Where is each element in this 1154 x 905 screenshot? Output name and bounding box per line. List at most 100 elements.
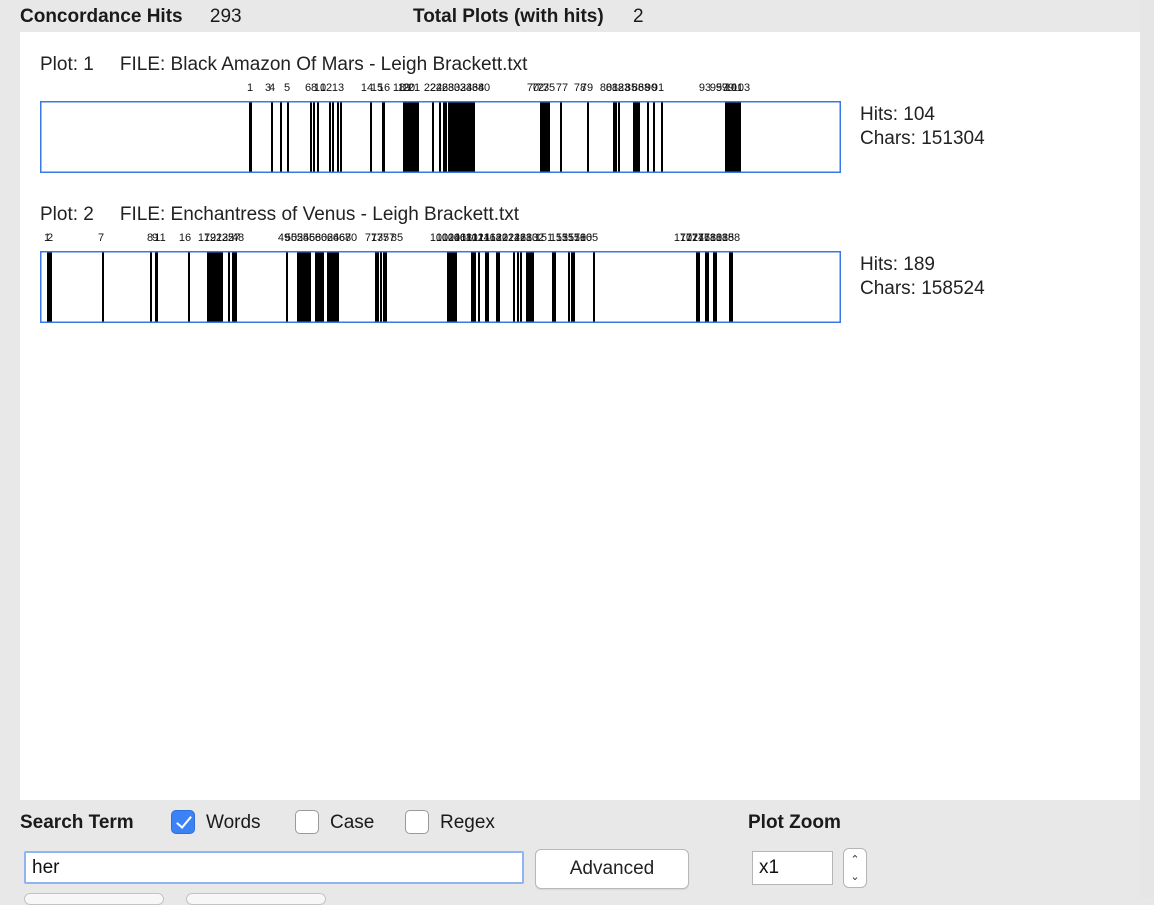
plot-1-hit-mark[interactable] [548,102,550,172]
plot-1-hit-mark[interactable] [661,102,663,172]
zoom-stepper[interactable]: ⌃ ⌄ [843,848,867,888]
plot-2-hit-mark[interactable] [487,252,489,322]
plot-2-hit-label: 104 [442,232,460,244]
plot-2-hit-mark[interactable] [156,252,158,322]
plot-2-hit-label: 48 [232,232,244,244]
plot-2-hit-mark[interactable] [513,252,515,322]
plot-2-hit-mark[interactable] [554,252,556,322]
plot-2-hit-mark[interactable] [228,252,230,322]
plot-1-hit-mark[interactable] [383,102,385,172]
plot-1-hit-mark[interactable] [445,102,447,172]
plot-1-hit-mark[interactable] [560,102,562,172]
chevron-down-icon[interactable]: ⌄ [850,871,860,883]
concordance-hits-label: Concordance Hits [20,6,183,27]
plot-1-hit-mark[interactable] [541,102,543,172]
plot-2-hit-label: 66 [333,232,345,244]
plot-1-hit-mark[interactable] [615,102,617,172]
plot-1-hit-mark[interactable] [635,102,637,172]
plot-2-hit-label: 19 [204,232,216,244]
plot-2-hit-mark[interactable] [50,252,52,322]
plot-2-hit-mark[interactable] [731,252,733,322]
plot-2-hit-mark[interactable] [571,252,573,322]
plot-2-hit-mark[interactable] [593,252,595,322]
plot-2-hit-mark[interactable] [150,252,152,322]
bottom-button-2[interactable] [186,893,326,905]
plot-2-hit-mark[interactable] [221,252,223,322]
plot-1-hit-mark[interactable] [587,102,589,172]
plot-1-hit-mark[interactable] [403,102,405,172]
plot-2-hit-mark[interactable] [520,252,522,322]
regex-checkbox[interactable] [405,810,429,834]
plot-1-hit-mark[interactable] [417,102,419,172]
plot-2-hit-mark[interactable] [309,252,311,322]
plot-1-hit-mark[interactable] [439,102,441,172]
plot-2-hit-mark[interactable] [375,252,377,322]
advanced-button[interactable]: Advanced [535,849,689,889]
plot-2-hit-mark[interactable] [517,252,519,322]
plot-1-hit-mark[interactable] [313,102,315,172]
bottom-button-1[interactable] [24,893,164,905]
case-checkbox[interactable] [295,810,319,834]
plot-1-hit-mark[interactable] [337,102,339,172]
plot-2-hit-mark[interactable] [235,252,237,322]
plot-2-hit-mark[interactable] [573,252,575,322]
plot-1-hit-mark[interactable] [633,102,635,172]
plot-1-hit-mark[interactable] [310,102,312,172]
plot-2-hit-label: 21 [210,232,222,244]
plot-1-hit-mark[interactable] [638,102,640,172]
plot-1-hit-mark[interactable] [409,102,411,172]
plot-2-hit-mark[interactable] [377,252,379,322]
plot-1-file: FILE: Black Amazon Of Mars - Leigh Brack… [119,54,528,75]
plot-1-hit-mark[interactable] [280,102,282,172]
plot-1-hit-mark[interactable] [618,102,620,172]
plot-1-hit-mark[interactable] [332,102,334,172]
plot-1-hit-mark[interactable] [443,102,445,172]
plot-1-hit-mark[interactable] [250,102,252,172]
plot-2-hit-mark[interactable] [498,252,500,322]
plot-2-hit-mark[interactable] [102,252,104,322]
plot-2-hit-mark[interactable] [337,252,339,322]
plot-2-hit-mark[interactable] [188,252,190,322]
plot-1-hit-mark[interactable] [370,102,372,172]
plot-2-hit-mark[interactable] [322,252,324,322]
plot-1-hit-mark[interactable] [613,102,615,172]
plot-2-hit-mark[interactable] [532,252,534,322]
zoom-input[interactable] [752,851,833,885]
plot-1-hit-mark[interactable] [653,102,655,172]
plot-2-hit-mark[interactable] [474,252,476,322]
chevron-up-icon[interactable]: ⌃ [850,854,860,866]
plot-1-frame [40,101,841,173]
plot-1-hit-mark[interactable] [340,102,342,172]
plot-1-hit-mark[interactable] [432,102,434,172]
case-label[interactable]: Case [330,812,375,833]
plot-2-hit-mark[interactable] [380,252,382,322]
regex-label[interactable]: Regex [440,812,495,833]
plot-2-hit-label: 50 [285,232,297,244]
plot-1-hit-mark[interactable] [317,102,319,172]
plot-2-hit-label: 58 [309,232,321,244]
words-label[interactable]: Words [206,812,261,833]
plot-1-hit-mark[interactable] [271,102,273,172]
plot-2-hit-mark[interactable] [707,252,709,322]
plot-2-hit-label: 25 [222,232,234,244]
search-input[interactable] [24,851,524,884]
plot-1-hit-mark[interactable] [647,102,649,172]
plot-2-hit-mark[interactable] [383,252,385,322]
plot-2-hit-mark[interactable] [286,252,288,322]
words-checkbox[interactable] [171,810,195,834]
plot-2-hit-mark[interactable] [385,252,387,322]
plot-2-hit-mark[interactable] [698,252,700,322]
plot-1-hit-mark[interactable] [287,102,289,172]
plot-2-hit-label: 153 [550,232,568,244]
plot-2-hit-mark[interactable] [715,252,717,322]
plot-2-hit-mark[interactable] [455,252,457,322]
plot-2-hit-label: 17 [198,232,210,244]
plot-2-hit-mark[interactable] [568,252,570,322]
plot-1-hit-mark[interactable] [473,102,475,172]
plot-1-hit-mark[interactable] [329,102,331,172]
plot-2-hit-mark[interactable] [478,252,480,322]
plot-1-hit-mark[interactable] [739,102,741,172]
